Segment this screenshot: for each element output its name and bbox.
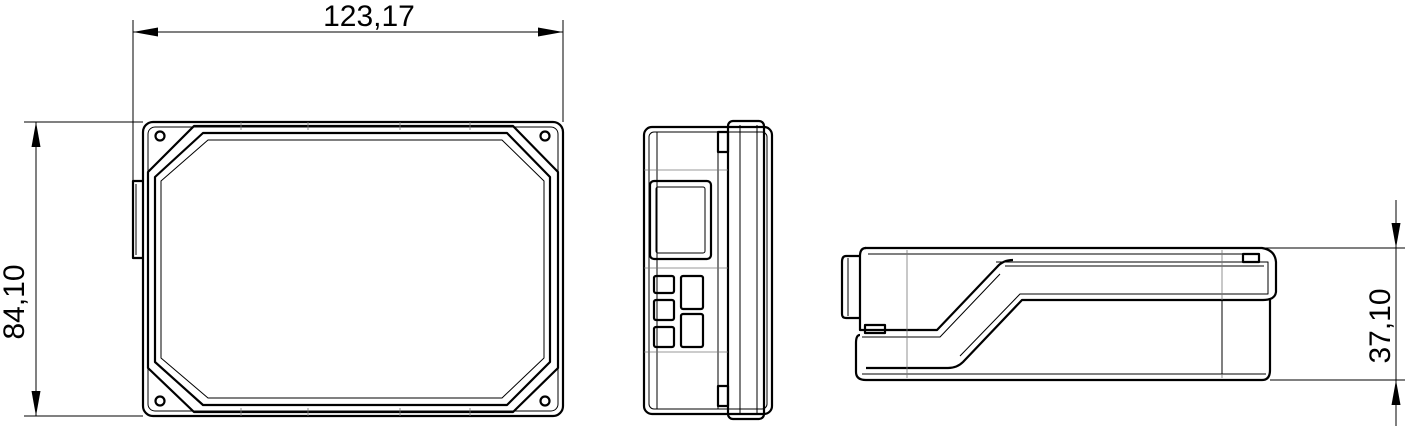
height-arrow-top bbox=[31, 122, 41, 147]
height-dimension-label: 84,10 bbox=[0, 264, 31, 339]
front-view bbox=[131, 120, 565, 418]
width-dimension-label: 123,17 bbox=[323, 0, 415, 33]
height-dimension: 84,10 bbox=[0, 121, 143, 417]
depth-dimension: 37,10 bbox=[1262, 200, 1405, 426]
width-arrow-left bbox=[133, 27, 158, 37]
depth-arrow-top bbox=[1391, 223, 1401, 248]
side-view bbox=[642, 119, 774, 421]
top-view bbox=[840, 246, 1278, 382]
width-dimension: 123,17 bbox=[132, 0, 564, 181]
depth-arrow-bottom bbox=[1391, 380, 1401, 405]
height-arrow-bottom bbox=[31, 391, 41, 416]
depth-dimension-label: 37,10 bbox=[1364, 288, 1397, 363]
width-arrow-right bbox=[538, 27, 563, 37]
